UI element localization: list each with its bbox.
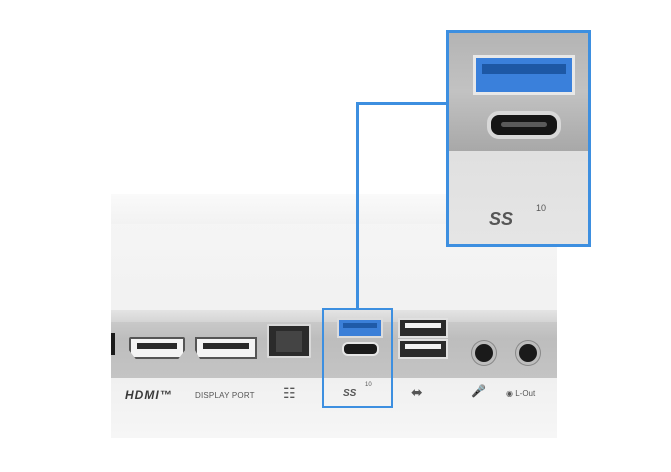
microphone-icon: 🎤 (471, 384, 486, 398)
display-port-label: DISPLAY PORT (195, 391, 255, 400)
usb-a-superspeed-port (337, 318, 383, 338)
usb-c-port (342, 342, 379, 356)
callout-line-vertical (356, 102, 359, 309)
highlight-box (322, 308, 393, 408)
ethernet-port (267, 324, 311, 358)
line-out-label: ◉ L-Out (506, 389, 536, 398)
usb-icon: ⬌ (411, 384, 423, 400)
display-port (195, 337, 257, 359)
zoom-superspeed-speed: 10 (536, 203, 547, 213)
zoom-label-area (449, 151, 588, 244)
microphone-jack (472, 341, 496, 365)
hdmi-port (129, 337, 185, 359)
usb-a-port-bottom (398, 339, 448, 359)
label-strip (111, 378, 557, 438)
zoom-usb-a-port (473, 55, 575, 95)
zoom-superspeed-label: SS (489, 209, 514, 229)
line-out-jack (516, 341, 540, 365)
port-edge (111, 333, 115, 355)
headphone-icon: ◉ (506, 389, 513, 398)
zoom-usb-c-port (487, 111, 561, 139)
superspeed-label: SS (343, 388, 357, 399)
usb-a-port-top (398, 318, 448, 338)
hdmi-label: HDMI™ (125, 388, 173, 402)
callout-line-horizontal (356, 102, 447, 105)
superspeed-speed: 10 (365, 382, 372, 388)
network-icon: ☷ (283, 385, 296, 401)
zoom-inset: SS 10 (446, 30, 591, 247)
